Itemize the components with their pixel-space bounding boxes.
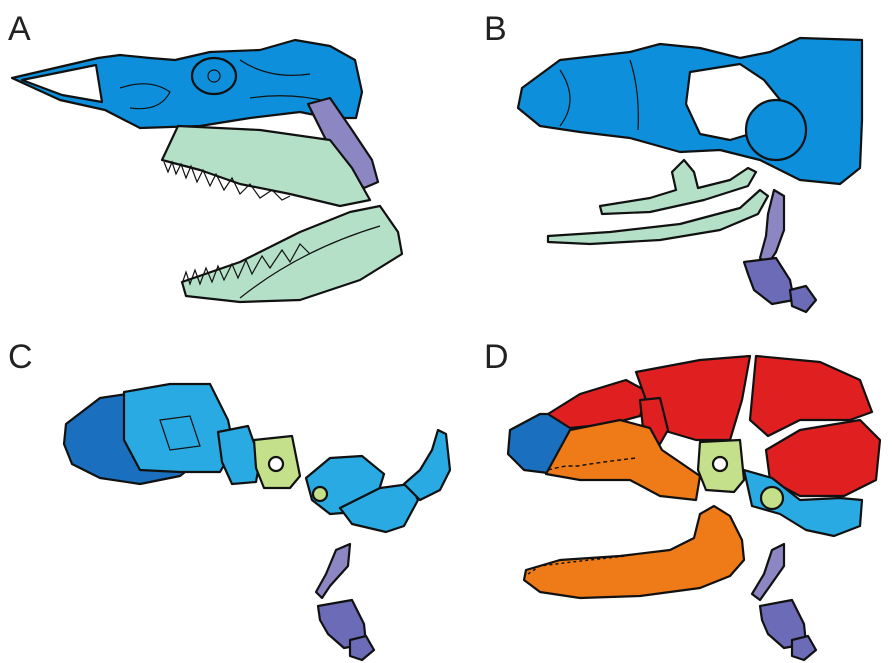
panel-d: D	[484, 338, 880, 660]
panel-c-hyoid	[316, 544, 350, 598]
panel-label-d: D	[484, 338, 509, 376]
panel-b: B	[484, 10, 862, 312]
panel-b-otic-capsule	[746, 100, 806, 160]
panel-c-braincase	[124, 384, 234, 472]
panel-d-muscle	[548, 380, 648, 428]
panel-c-segment	[218, 426, 260, 484]
panel-d-foramen	[713, 457, 727, 471]
panel-b-distal	[790, 286, 816, 312]
panel-a: A	[8, 10, 402, 302]
panel-d-ossicle	[761, 487, 783, 509]
panel-c-process	[404, 430, 450, 500]
panel-a-lower-jaw	[182, 206, 402, 302]
panel-c-foramen	[269, 457, 283, 471]
panel-d-lower-jaw	[524, 506, 744, 598]
panel-c-ossicle	[313, 487, 327, 501]
panel-d-distal	[792, 636, 816, 660]
panel-c: C	[8, 338, 450, 660]
panel-label-a: A	[8, 10, 31, 48]
panel-c-distal	[350, 636, 374, 660]
panel-label-b: B	[484, 10, 507, 48]
panel-d-muscle	[766, 420, 880, 496]
panel-b-upper-element	[600, 160, 756, 214]
panel-label-c: C	[8, 338, 33, 376]
panel-b-ceratobranchial	[744, 258, 794, 304]
panel-d-hyoid	[752, 544, 784, 600]
panel-a-orbit	[192, 58, 236, 94]
